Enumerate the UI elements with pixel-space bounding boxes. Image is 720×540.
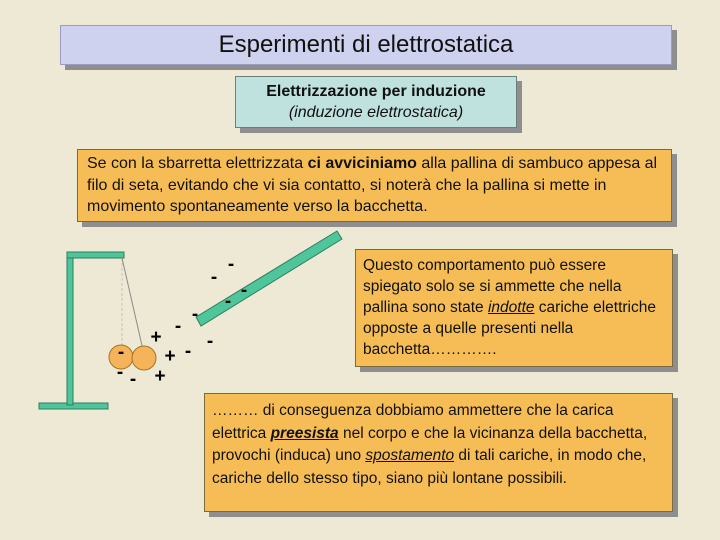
ball-charge-2: + [154,366,165,387]
rod-charge-2: - [241,280,247,301]
conclusion-text-box: ……… di conseguenza dobbiamo ammettere ch… [204,393,673,512]
conclusion-text-2: nel corpo e che la vicinanza della bacch… [212,424,648,465]
page-title: Esperimenti di elettrostatica [60,25,672,65]
explanation-text-1: Questo comportamento può essere spiegato… [363,257,622,316]
explanation-text-2: cariche elettriche opposte a quelle pres… [363,299,656,358]
explanation-text-box: Questo comportamento può essere spiegato… [355,249,673,367]
intro-emphasis: ci avviciniamo [307,155,417,172]
ball-charge-1: + [164,346,175,367]
charges-group: ---------+++-- [117,254,247,390]
intro-text-box: Se con la sbarretta elettrizzata ci avvi… [77,149,672,222]
rod-charge-3: - [225,291,231,312]
pendulum-stand [38,251,125,410]
stand-pole [66,252,74,406]
pith-ball-attracted [131,345,157,371]
intro-text-1: Se con la sbarretta elettrizzata [87,155,308,172]
explanation-emphasis: indotte [487,299,535,316]
rod-charge-6: - [207,331,213,352]
subtitle-box: Elettrizzazione per induzione (induzione… [235,76,517,128]
conclusion-text-1: ……… di conseguenza dobbiamo ammettere ch… [212,402,614,442]
rod-charge-7: - [185,341,191,362]
rod-charge-5: - [175,316,181,337]
charged-rod [195,230,343,327]
rod-charge-8: - [117,362,123,383]
conclusion-text-3: di tali cariche, in modo che, cariche de… [212,447,647,487]
thread-attracted [121,257,144,351]
ball-charge-3: - [118,342,124,363]
rod-charge-4: - [192,304,198,325]
page-title-text: Esperimenti di elettrostatica [218,31,514,58]
stand-arm [66,251,125,259]
rod-charge-1: - [211,267,217,288]
subtitle-line-2: (induzione elettrostatica) [288,104,464,121]
intro-text-2: alla pallina di sambuco appesa al filo d… [87,155,658,215]
rod-charge-0: - [228,254,234,275]
conclusion-emphasis-1: preesista [270,424,339,442]
ball-charge-4: - [130,369,136,390]
conclusion-emphasis-2: spostamento [365,447,455,464]
subtitle-line-1: Elettrizzazione per induzione [266,83,486,100]
ball-charge-0: + [150,327,161,348]
